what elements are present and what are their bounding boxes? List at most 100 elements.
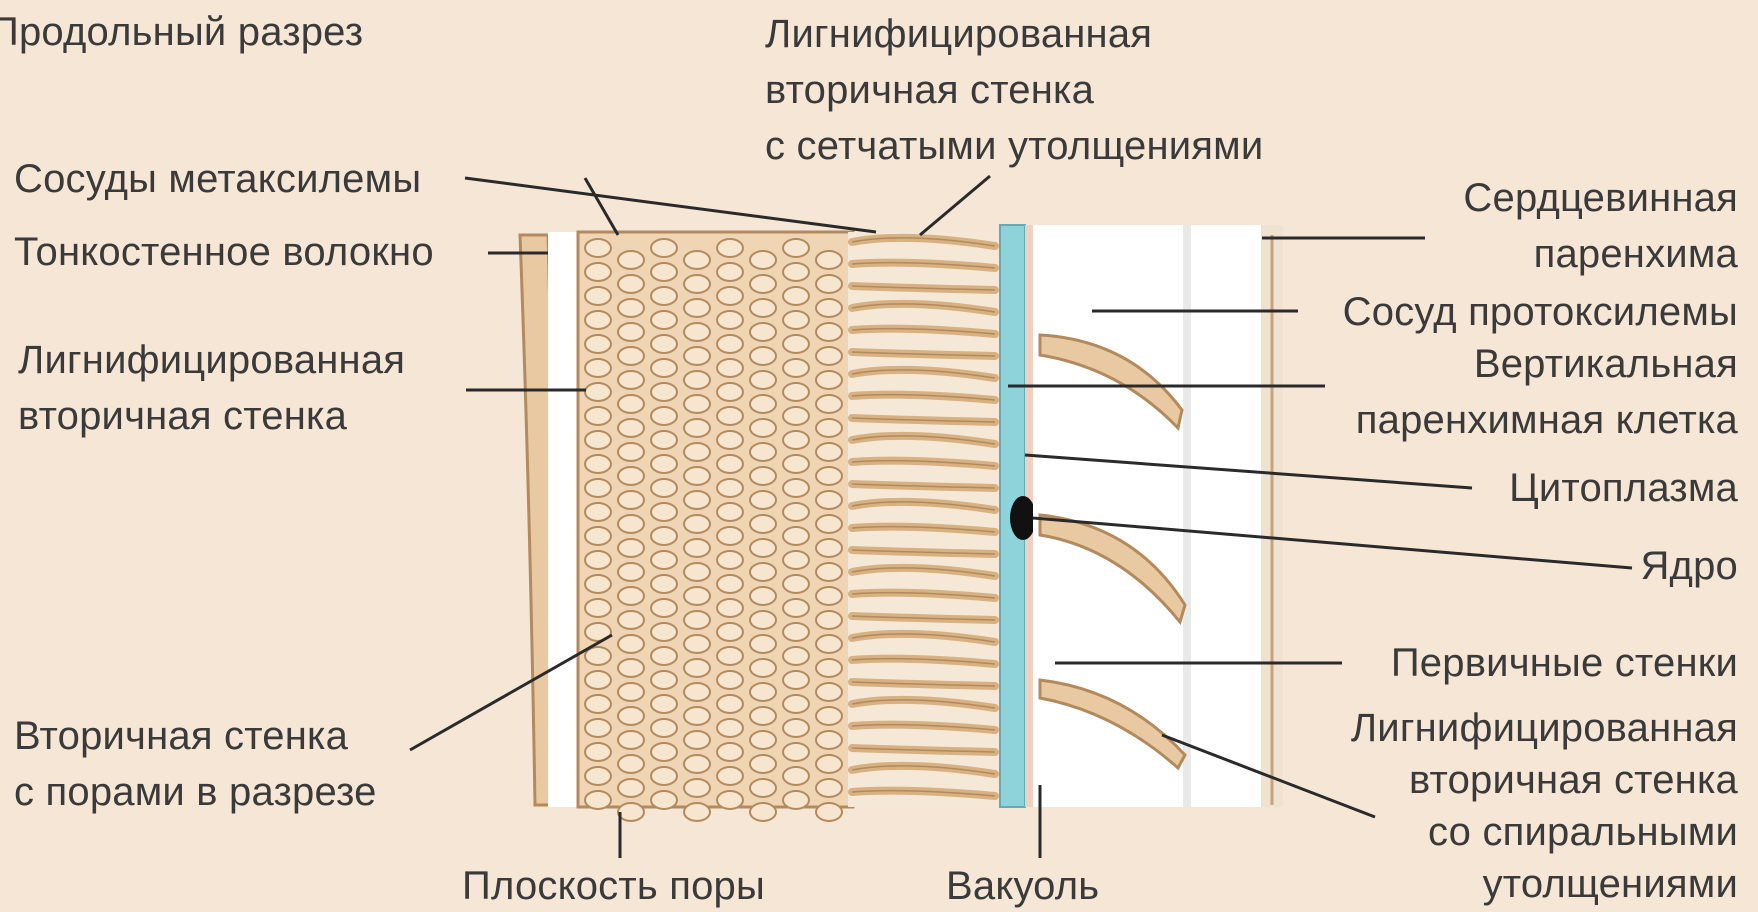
- pit: [750, 659, 776, 677]
- pit: [783, 239, 809, 257]
- pit: [717, 695, 743, 713]
- pit: [618, 635, 644, 653]
- pit: [684, 419, 710, 437]
- pit: [816, 299, 842, 317]
- pit: [717, 767, 743, 785]
- pit: [816, 539, 842, 557]
- pit: [684, 395, 710, 413]
- pit: [750, 611, 776, 629]
- label-lignified-secondary: Лигнифицированная вторичная стенка: [18, 332, 405, 444]
- label-pore-plane: Плоскость поры: [462, 860, 765, 912]
- pit: [783, 743, 809, 761]
- pit: [585, 239, 611, 257]
- reticulate-thickening: [848, 232, 998, 807]
- pit: [717, 359, 743, 377]
- pit: [750, 731, 776, 749]
- metaxylem-vessel: [578, 232, 853, 821]
- pit: [750, 755, 776, 773]
- pit: [783, 503, 809, 521]
- pit: [585, 383, 611, 401]
- label-vertical-parenchyma: Вертикальная паренхимная клетка: [1356, 336, 1738, 448]
- pit: [816, 467, 842, 485]
- pit: [618, 467, 644, 485]
- label-lignified-reticulate: Лигнифицированная вторичная стенка с сет…: [765, 6, 1263, 174]
- pit: [717, 575, 743, 593]
- pit: [783, 791, 809, 809]
- pit: [816, 755, 842, 773]
- pit: [618, 587, 644, 605]
- pit: [585, 791, 611, 809]
- pit: [585, 695, 611, 713]
- pit: [750, 419, 776, 437]
- pit: [651, 359, 677, 377]
- pit: [651, 503, 677, 521]
- label-primary-walls: Первичные стенки: [1391, 637, 1738, 689]
- pit: [783, 287, 809, 305]
- pit: [585, 335, 611, 353]
- pit: [750, 443, 776, 461]
- pit: [585, 743, 611, 761]
- pit: [816, 731, 842, 749]
- pit: [585, 719, 611, 737]
- pit: [816, 371, 842, 389]
- pit: [651, 551, 677, 569]
- pit: [750, 683, 776, 701]
- pit: [684, 779, 710, 797]
- pit: [816, 395, 842, 413]
- pit: [717, 647, 743, 665]
- pit: [618, 611, 644, 629]
- pit: [585, 359, 611, 377]
- pit: [651, 623, 677, 641]
- pit: [651, 695, 677, 713]
- pit: [816, 251, 842, 269]
- pit: [684, 299, 710, 317]
- pit: [618, 803, 644, 821]
- pit: [585, 311, 611, 329]
- pit: [717, 551, 743, 569]
- pit: [651, 719, 677, 737]
- pit: [684, 683, 710, 701]
- pit: [618, 563, 644, 581]
- pit: [684, 467, 710, 485]
- pit: [783, 527, 809, 545]
- pit: [618, 419, 644, 437]
- pit: [684, 491, 710, 509]
- pit: [684, 371, 710, 389]
- pit: [684, 515, 710, 533]
- pit: [651, 311, 677, 329]
- pit: [684, 803, 710, 821]
- pit: [783, 599, 809, 617]
- pit: [684, 731, 710, 749]
- pit: [717, 407, 743, 425]
- pit: [783, 719, 809, 737]
- pit: [750, 803, 776, 821]
- pit: [717, 743, 743, 761]
- pit: [684, 587, 710, 605]
- pit: [750, 635, 776, 653]
- pit: [618, 299, 644, 317]
- pit: [783, 383, 809, 401]
- pit: [684, 443, 710, 461]
- pit: [651, 791, 677, 809]
- pit: [783, 479, 809, 497]
- pit: [783, 695, 809, 713]
- pit: [816, 491, 842, 509]
- pit: [618, 659, 644, 677]
- pit: [585, 263, 611, 281]
- pit: [717, 455, 743, 473]
- pit: [816, 803, 842, 821]
- pit: [750, 299, 776, 317]
- label-nucleus: Ядро: [1640, 540, 1738, 592]
- pit: [585, 767, 611, 785]
- pit: [750, 251, 776, 269]
- pit: [684, 707, 710, 725]
- pit: [717, 335, 743, 353]
- pit: [618, 251, 644, 269]
- pit: [750, 275, 776, 293]
- pit: [585, 671, 611, 689]
- pit: [816, 275, 842, 293]
- pit: [717, 623, 743, 641]
- pit: [816, 323, 842, 341]
- pit: [783, 551, 809, 569]
- pit: [717, 503, 743, 521]
